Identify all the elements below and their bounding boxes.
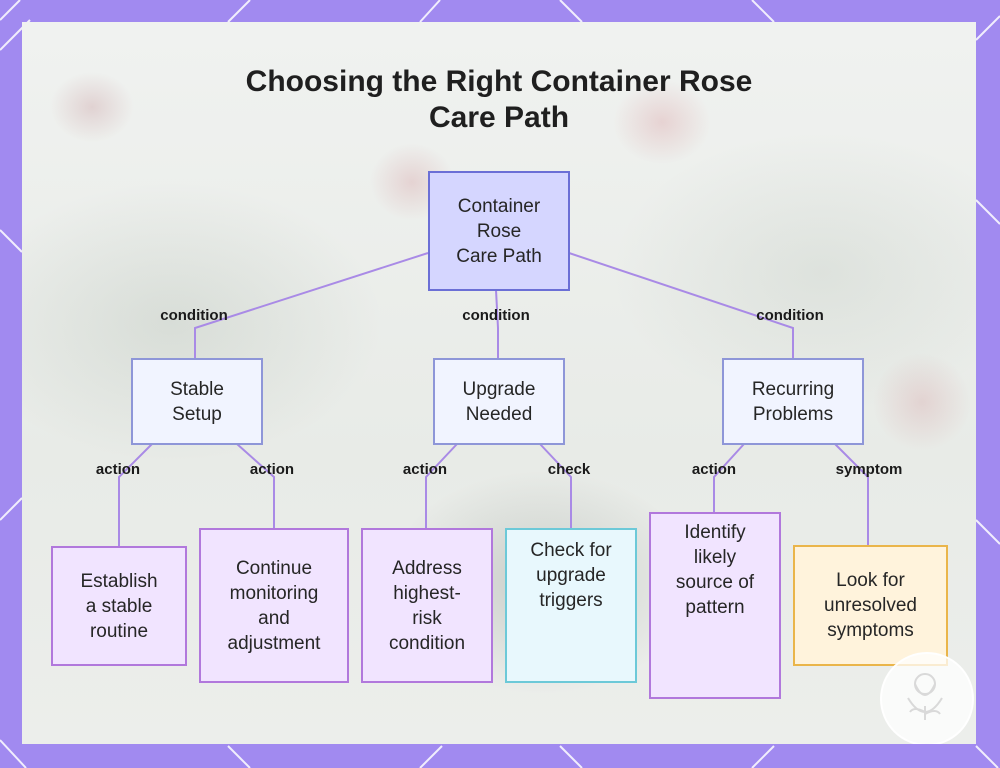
edge-stable-continue [236,443,275,528]
edge-label-condition: condition [756,307,824,324]
edge-root-upgrade [495,289,499,358]
edge-root-stable [194,252,429,358]
edge-recurring-look [834,443,869,545]
node-text: unresolved [824,595,917,616]
node-text: upgrade [536,565,606,586]
node-text: Continue [235,557,313,579]
edge-root-recurring [568,252,794,358]
node-text: Setup [172,403,222,425]
node-text: Identify [684,522,746,543]
node-text: adjustment [227,632,321,654]
node-text: Establish [80,570,158,592]
edge-upgrade-address [425,443,458,528]
node-text: pattern [685,597,745,618]
node-text: and [258,607,290,629]
node-text: Recurring [751,378,835,400]
node-text: symptoms [827,620,914,641]
node-text: Rose [476,220,522,242]
node-text: Stable [170,378,224,400]
node-container-rose-care-path: Container Rose Care Path [428,171,570,291]
node-look-for-symptoms: Look for unresolved symptoms [793,545,948,666]
node-text: routine [89,620,149,642]
edge-stable-establish [118,443,153,547]
node-identify-source: Identify likely source of pattern [649,512,781,699]
edge-label-action: action [691,461,737,478]
edge-label-action: action [249,461,295,478]
edge-upgrade-check [539,443,572,528]
node-text: Container [457,195,541,217]
node-text: highest- [393,582,461,604]
node-text: Needed [465,403,533,425]
node-text: likely [693,547,737,568]
title-line: Choosing the Right Container Rose [245,65,753,98]
node-text: risk [412,607,442,629]
node-stable-setup: Stable Setup [131,358,263,445]
node-check-upgrade-triggers: Check for upgrade triggers [505,528,637,683]
node-establish-routine: Establish a stable routine [51,546,187,666]
node-text: Problems [752,403,834,425]
diagram-panel: Choosing the Right Container Rose Care P… [22,22,976,744]
node-continue-monitoring: Continue monitoring and adjustment [199,528,349,683]
edge-label-action: action [95,461,141,478]
edge-label-check: check [547,461,591,478]
node-text: Check for [530,540,612,561]
node-recurring-problems: Recurring Problems [722,358,864,445]
edge-recurring-identify [713,443,745,512]
edge-label-symptom: symptom [835,461,903,478]
diagram-title: Choosing the Right Container Rose Care P… [22,64,976,136]
node-text: triggers [539,590,603,611]
edge-label-action: action [402,461,448,478]
node-text: a stable [85,595,153,617]
node-text: source of [675,572,755,593]
node-text: Care Path [456,245,542,267]
node-address-highest-risk: Address highest- risk condition [361,528,493,683]
node-text: Look for [836,570,905,591]
title-line: Care Path [428,101,570,134]
node-upgrade-needed: Upgrade Needed [433,358,565,445]
edge-label-condition: condition [160,307,228,324]
diagram-edges [118,252,869,547]
node-text: condition [388,632,466,654]
node-text: Address [392,557,462,579]
node-text: monitoring [229,582,319,604]
node-text: Upgrade [462,378,536,400]
rose-logo-icon [880,652,974,744]
edge-label-condition: condition [462,307,530,324]
